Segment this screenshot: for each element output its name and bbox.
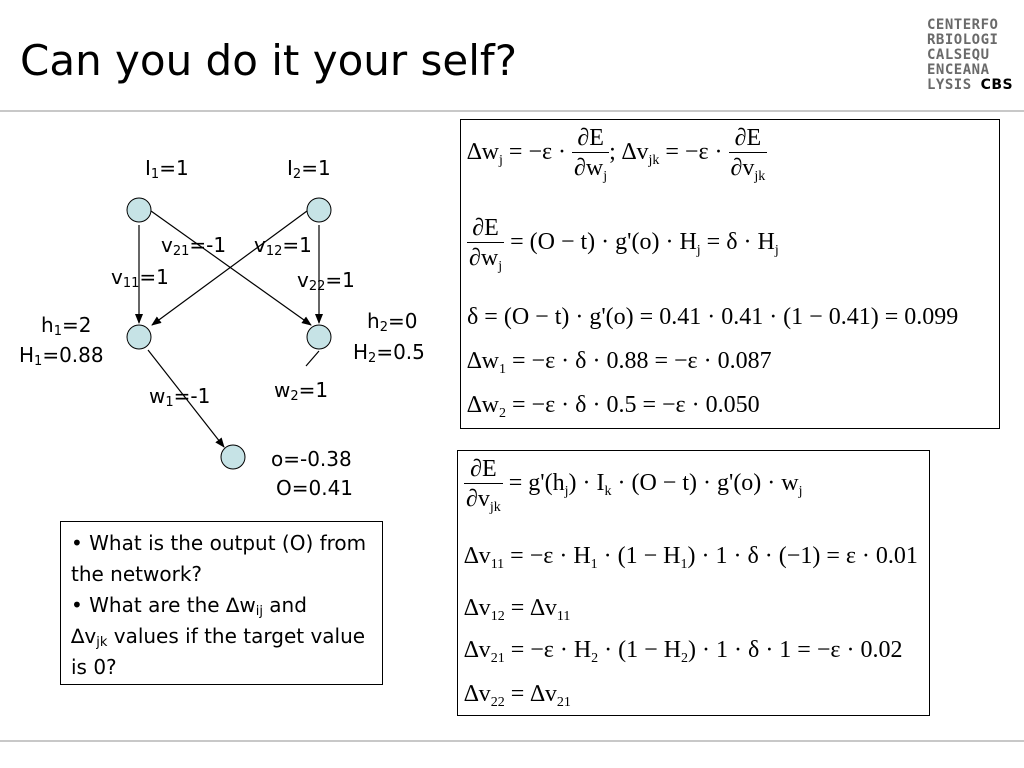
- equation-gradient-descent: ∆wj = −ε · ∂E∂wj; ∆vjk = −ε · ∂E∂vjk: [467, 125, 768, 184]
- hidden-input-label-2: h2=0: [367, 309, 418, 335]
- slide-title: Can you do it your self?: [20, 36, 518, 85]
- logo-line-1: CENTERFO: [927, 17, 999, 33]
- output-node: [220, 444, 246, 470]
- weight-label-w1: w1=-1: [149, 384, 211, 410]
- input-node-2: [306, 197, 332, 223]
- output-value-label: O=0.41: [276, 476, 354, 500]
- edge-w1: [147, 349, 225, 448]
- hidden-output-label-2: H2=0.5: [353, 340, 425, 366]
- weight-label-v21: v21=-1: [161, 233, 227, 259]
- logo-line-4: ENCEANA: [927, 62, 990, 78]
- edge-v21: [150, 210, 312, 326]
- weight-label-v12: v12=1: [254, 233, 312, 259]
- weight-label-w2: w2=1: [274, 378, 329, 404]
- weight-label-v11: v11=1: [111, 265, 169, 291]
- logo-brand: CBS: [980, 77, 1014, 93]
- weight-update-equations: ∆wj = −ε · ∂E∂wj; ∆vjk = −ε · ∂E∂vjk ∂E∂…: [460, 119, 1000, 429]
- equation-dE-dv: ∂E∂vjk = g'(hj) · Ik · (O − t) · g'(o) ·…: [464, 456, 803, 515]
- input-label-1: I1=1: [145, 156, 189, 182]
- output-net-label: o=-0.38: [271, 447, 352, 471]
- network-diagram: [126, 197, 332, 470]
- hidden-node-2: [306, 324, 332, 350]
- hidden-input-label-1: h1=2: [41, 313, 92, 339]
- input-label-2: I2=1: [287, 156, 331, 182]
- equation-dE-dw: ∂E∂wj = (O − t) · g'(o) · Hj = δ · Hj: [467, 215, 779, 274]
- equation-delta-v21: ∆v21 = −ε · H2 · (1 − H2) · 1 · δ · 1 = …: [464, 637, 903, 666]
- input-node-1: [126, 197, 152, 223]
- edge-w2: [305, 350, 320, 367]
- equation-delta-v12: ∆v12 = ∆v11: [464, 595, 571, 624]
- equation-delta-v22: ∆v22 = ∆v21: [464, 681, 571, 710]
- equation-delta-w1: ∆w1 = −ε · δ · 0.88 = −ε · 0.087: [467, 348, 772, 377]
- input-weight-update-equations: ∂E∂vjk = g'(hj) · Ik · (O − t) · g'(o) ·…: [457, 450, 930, 716]
- edge-v12: [151, 210, 308, 326]
- logo-line-3: CALSEQU: [927, 47, 990, 63]
- question-box: • What is the output (O) from the networ…: [60, 521, 383, 685]
- bottom-divider: [0, 740, 1024, 742]
- equation-delta: δ = (O − t) · g'(o) = 0.41 · 0.41 · (1 −…: [467, 304, 959, 330]
- hidden-node-1: [126, 324, 152, 350]
- equation-delta-w2: ∆w2 = −ε · δ · 0.5 = −ε · 0.050: [467, 392, 760, 421]
- top-divider: [0, 110, 1024, 112]
- question-1: • What is the output (O) from the networ…: [71, 531, 367, 586]
- hidden-output-label-1: H1=0.88: [19, 343, 104, 369]
- weight-label-v22: v22=1: [297, 268, 355, 294]
- logo-line-2: RBIOLOGI: [927, 32, 999, 48]
- cbs-logo: CENTERFO RBIOLOGI CALSEQU ENCEANA LYSIS …: [927, 18, 1013, 93]
- question-2: • What are the ∆wij and∆vjk values if th…: [71, 593, 366, 679]
- equation-delta-v11: ∆v11 = −ε · H1 · (1 − H1) · 1 · δ · (−1)…: [464, 543, 918, 572]
- logo-line-5: LYSIS CBS: [927, 77, 1014, 93]
